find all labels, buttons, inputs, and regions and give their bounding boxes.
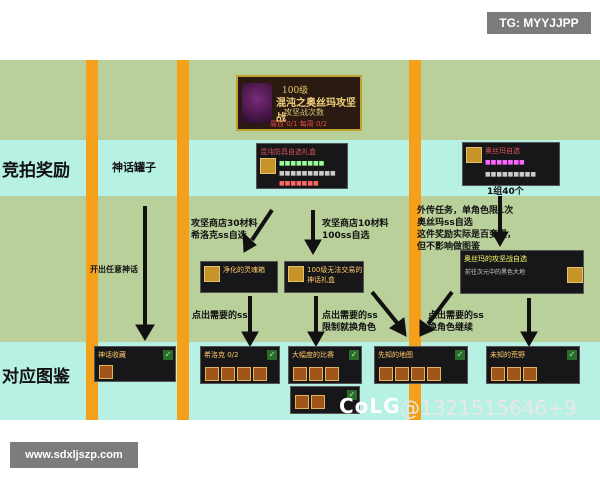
panel-title: 未知的荒野 <box>490 351 525 359</box>
divider-bar <box>177 60 189 420</box>
panel-title: 净化的灵魂箱 <box>223 266 265 274</box>
banner-level: 100级 <box>282 86 309 96</box>
note-pick-ss: 点出需要的ss <box>192 311 248 321</box>
panel-title: 奥丝玛自选 <box>485 147 520 155</box>
item-slot <box>253 367 267 381</box>
row-label-collection: 对应图鉴 <box>2 367 70 387</box>
collection-panel-3b: ✓ <box>290 386 360 414</box>
item-panel-top-mid: 混沌防具自选礼盒 ■■■■■■■■ ■■■■■■■■■■ ■■■■■■■ <box>256 143 348 189</box>
item-slot <box>523 367 537 381</box>
note-shop-30: 攻坚商店30材料 希洛克ss自选 <box>191 219 258 241</box>
note-side-quest: 外传任务，单角色限1次 奥丝玛ss自选 这件奖励实际是百变怪， 但不影响做图鉴 <box>417 206 517 252</box>
reward-icon <box>567 267 583 283</box>
item-slot <box>309 367 323 381</box>
right-count-note: 1组40个 <box>487 187 524 197</box>
item-slot <box>427 367 441 381</box>
raid-banner: 100级 混沌之奥丝玛攻坚战 攻坚战次数 周目 0/1 每周 0/2 <box>236 75 362 131</box>
item-slot <box>99 365 113 379</box>
tg-label: TG: MYYJJPP <box>487 12 591 34</box>
panel-title: 大幅度的比赛 <box>292 351 334 359</box>
item-slot <box>205 367 219 381</box>
panel-title: 神话收藏 <box>98 351 126 359</box>
check-icon: ✓ <box>267 350 277 360</box>
box-icon <box>466 147 482 163</box>
check-icon: ✓ <box>349 350 359 360</box>
panel-subtitle: 前往次元中的黑色大地 <box>465 269 526 276</box>
item-panel-mid-left: 净化的灵魂箱 <box>200 261 278 293</box>
site-label: www.sdxljszp.com <box>10 442 138 468</box>
collection-panel-1: 神话收藏 ✓ <box>94 346 176 382</box>
boss-portrait <box>242 83 272 123</box>
gift-box-icon <box>288 266 304 282</box>
watermark-text: @1321515646+9 <box>400 396 577 420</box>
item-slot <box>237 367 251 381</box>
note-pick-ss-limit: 点出需要的ss 限制就换角色 <box>322 311 378 333</box>
item-slot <box>221 367 235 381</box>
check-icon: ✓ <box>567 350 577 360</box>
row-label-auction: 竞拍奖励 <box>2 161 70 181</box>
collection-panel-4: 先知的地图 ✓ <box>374 346 468 384</box>
collection-panel-3: 大幅度的比赛 ✓ <box>288 346 362 384</box>
chest-icon <box>260 158 276 174</box>
item-slot <box>507 367 521 381</box>
item-slot <box>491 367 505 381</box>
mythic-jar-label: 神话罐子 <box>112 161 156 174</box>
note-pick-ss-continue: 点出需要的ss 换角色继续 <box>428 311 484 333</box>
note-open-mythic: 开出任意神话 <box>90 265 138 274</box>
panel-title: 100级无法交易的神话礼盒 <box>307 266 363 284</box>
check-icon: ✓ <box>163 350 173 360</box>
item-panel-mid-mid: 100级无法交易的神话礼盒 <box>284 261 364 293</box>
check-icon: ✓ <box>347 390 357 400</box>
check-icon: ✓ <box>455 350 465 360</box>
panel-title: 奥丝玛的攻坚战自选 <box>464 255 527 263</box>
collection-panel-2: 希洛克 0/2 ✓ <box>200 346 280 384</box>
divider-bar <box>409 60 421 420</box>
item-slot <box>395 367 409 381</box>
note-shop-10: 攻坚商店10材料 100ss自选 <box>322 219 389 241</box>
item-slot <box>379 367 393 381</box>
divider-bar <box>86 60 98 420</box>
banner-stats: 周目 0/1 每周 0/2 <box>270 120 328 128</box>
gift-box-icon <box>204 266 220 282</box>
item-slot <box>311 395 325 409</box>
banner-title: 混沌之奥丝玛攻坚战 <box>276 98 356 124</box>
collection-panel-5: 未知的荒野 ✓ <box>486 346 580 384</box>
panel-title: 混沌防具自选礼盒 <box>260 148 316 156</box>
panel-title: 希洛克 0/2 <box>204 351 239 359</box>
item-slot <box>325 367 339 381</box>
panel-title: 先知的地图 <box>378 351 413 359</box>
item-slot <box>411 367 425 381</box>
item-slot <box>295 395 309 409</box>
item-panel-right-mid: 奥丝玛的攻坚战自选 前往次元中的黑色大地 <box>460 250 584 294</box>
item-panel-top-right: 奥丝玛自选 ■■■■■■■ ■■■■■■■■■ <box>462 142 560 186</box>
colg-logo: CoLG <box>339 394 401 418</box>
item-slot <box>293 367 307 381</box>
banner-subtitle: 攻坚战次数 <box>284 108 324 117</box>
